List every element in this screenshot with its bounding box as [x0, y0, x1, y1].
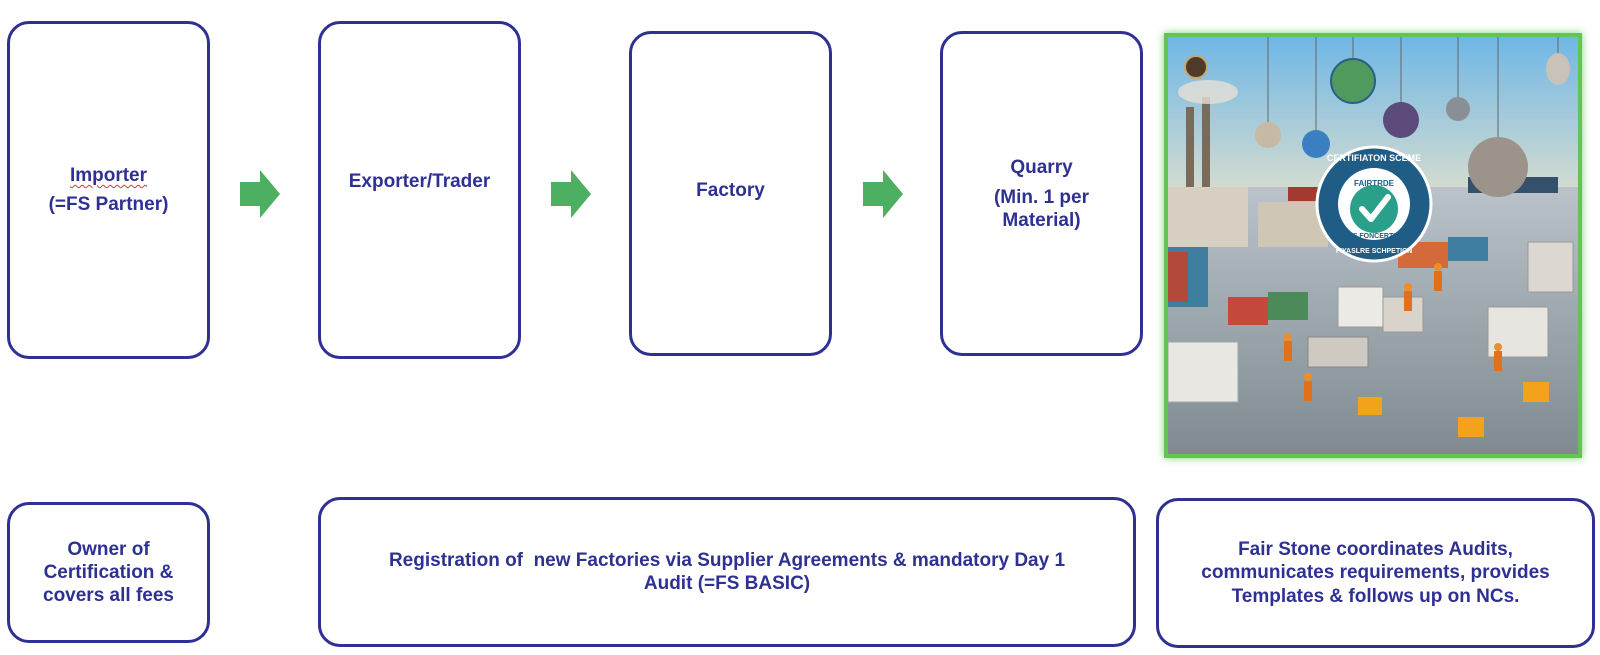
coordination-note-line-3: Templates & follows up on NCs. [1231, 585, 1520, 607]
importer-label: Importer [69, 164, 148, 186]
port-quarry-scene-image: CERTIFIATON SCEME FAIRTRDE ES FONCERTIE … [1168, 37, 1578, 454]
badge-bottom-text: FIYASLRE SCHPETICN [1336, 248, 1412, 255]
factory-box: Factory [629, 31, 832, 356]
owner-note-box: Owner of Certification & covers all fees [7, 502, 210, 643]
coordination-note-line-1: Fair Stone coordinates Audits, [1238, 539, 1513, 561]
quarry-sublabel-2: Material) [1002, 210, 1081, 232]
badge-mid-text: FAIRTRDE [1354, 179, 1395, 188]
factory-label: Factory [696, 179, 765, 201]
badge-low-text: ES FONCERTIE [1348, 233, 1400, 240]
quarry-label: Quarry [1010, 157, 1073, 178]
registration-note-box: Registration of new Factories via Suppli… [318, 497, 1136, 647]
owner-note-line-1: Owner of [67, 538, 150, 560]
quarry-box: Quarry (Min. 1 per Material) [940, 31, 1143, 356]
arrow-right-icon [863, 170, 903, 218]
registration-note-line-2: Audit (=FS BASIC) [643, 573, 811, 594]
badge-top-text: CERTIFIATON SCEME [1327, 153, 1421, 163]
certification-badge-icon: CERTIFIATON SCEME FAIRTRDE ES FONCERTIE … [1315, 145, 1433, 263]
exporter-trader-label: Exporter/Trader [348, 171, 491, 192]
certification-scheme-illustration: CERTIFIATON SCEME FAIRTRDE ES FONCERTIE … [1164, 33, 1582, 458]
registration-note-line-1: Registration of new Factories via Suppli… [388, 549, 1066, 571]
exporter-trader-box: Exporter/Trader [318, 21, 521, 359]
coordination-note-box: Fair Stone coordinates Audits, communica… [1156, 498, 1595, 648]
arrow-right-icon [551, 170, 591, 218]
owner-note-line-2: Certification & [43, 561, 174, 583]
importer-sublabel: (=FS Partner) [48, 194, 169, 215]
importer-box: Importer (=FS Partner) [7, 21, 210, 359]
arrow-right-icon [240, 170, 280, 218]
owner-note-line-3: covers all fees [43, 585, 174, 607]
coordination-note-line-2: communicates requirements, provides [1201, 562, 1550, 584]
quarry-sublabel-1: (Min. 1 per [993, 187, 1089, 209]
